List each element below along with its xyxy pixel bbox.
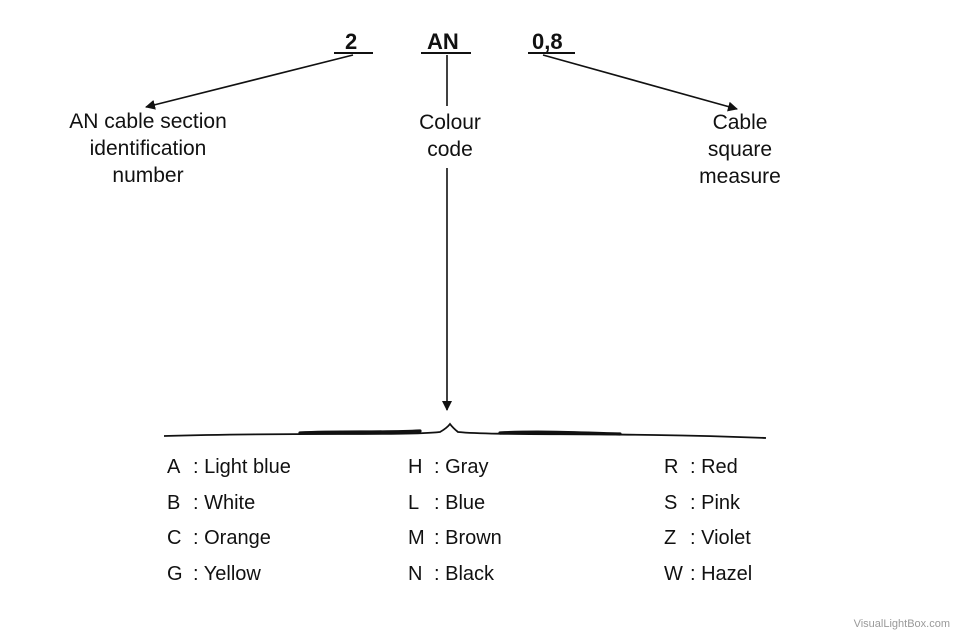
code-section-number: 2 bbox=[345, 29, 358, 54]
legend-item: S: Pink bbox=[664, 491, 741, 514]
legend-brace-thick-right bbox=[498, 430, 622, 436]
legend-brace bbox=[163, 422, 767, 439]
code-square-measure: 0,8 bbox=[532, 29, 563, 54]
legend-item: N: Black bbox=[408, 562, 495, 585]
arrow-measure bbox=[542, 54, 738, 112]
legend-item: L: Blue bbox=[408, 491, 486, 514]
legend-column-2: H: Gray L: Blue M: Brown N: Black bbox=[408, 450, 502, 592]
arrow-section bbox=[145, 54, 354, 110]
code-colour: AN bbox=[427, 29, 459, 54]
legend-item: R: Red bbox=[664, 456, 738, 478]
legend-item: M: Brown bbox=[408, 527, 502, 549]
label-cable-square-measure: Cable square measure bbox=[699, 111, 781, 188]
legend-item: W: Hazel bbox=[664, 562, 753, 585]
watermark-text: VisualLightBox.com bbox=[853, 618, 950, 630]
label-section-identification: AN cable section identification number bbox=[69, 110, 227, 187]
legend-column-3: R: Red S: Pink Z: Violet W: Hazel bbox=[664, 450, 752, 592]
legend-item: A: Light blue bbox=[167, 456, 291, 478]
label-colour-code: Colour code bbox=[419, 111, 481, 161]
legend-item: B: White bbox=[167, 491, 256, 514]
legend-column-1: A: Light blue B: White C: Orange G: Yell… bbox=[167, 450, 291, 592]
legend-brace-thick-left bbox=[298, 429, 422, 435]
legend-item: H: Gray bbox=[408, 456, 489, 478]
legend-item: C: Orange bbox=[167, 527, 271, 549]
legend-item: Z: Violet bbox=[664, 527, 751, 549]
legend-item: G: Yellow bbox=[167, 562, 261, 585]
